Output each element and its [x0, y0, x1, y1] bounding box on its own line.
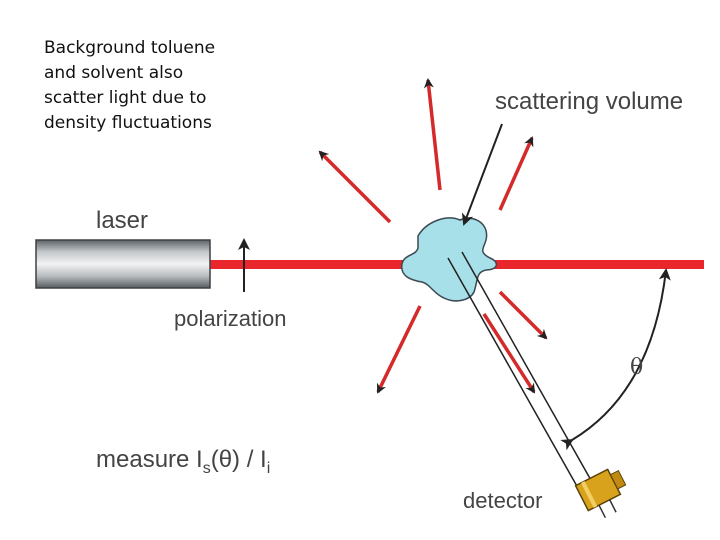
polarization-label: polarization: [174, 306, 287, 331]
caption-line-3: scatter light due to: [44, 88, 207, 108]
measure-prefix: measure I: [96, 446, 203, 473]
laser-body: [35, 239, 211, 289]
scatter-arrow-up: [423, 78, 442, 191]
scattered-light-arrows: [318, 78, 548, 394]
scatter-arrow-lower-right: [498, 290, 548, 340]
detector-icon: [574, 468, 627, 519]
caption-line-1: Background toluene: [44, 38, 216, 58]
scattering-volume-pointer: [461, 123, 503, 226]
laser-label: laser: [96, 207, 149, 234]
scatter-arrow-upper-left: [318, 150, 392, 224]
scatter-arrow-lower-left: [376, 305, 422, 394]
caption-line-2: and solvent also: [44, 63, 184, 83]
measure-formula: measure Is(θ) / Ii: [96, 446, 270, 478]
scattering-volume-label: scattering volume: [495, 88, 684, 115]
detector-label: detector: [463, 488, 543, 513]
measure-middle: (θ) / I: [210, 446, 267, 473]
measure-subscript-s: s: [202, 460, 211, 477]
caption-line-4: density fluctuations: [44, 113, 212, 133]
theta-angle-arc: [560, 268, 671, 451]
measure-subscript-i: i: [266, 460, 271, 477]
theta-label: θ: [630, 355, 644, 380]
scatter-arrow-to-detector: [482, 313, 536, 394]
scatter-arrow-upper-right: [498, 136, 534, 211]
caption-text: Background toluene and solvent also scat…: [44, 36, 274, 136]
